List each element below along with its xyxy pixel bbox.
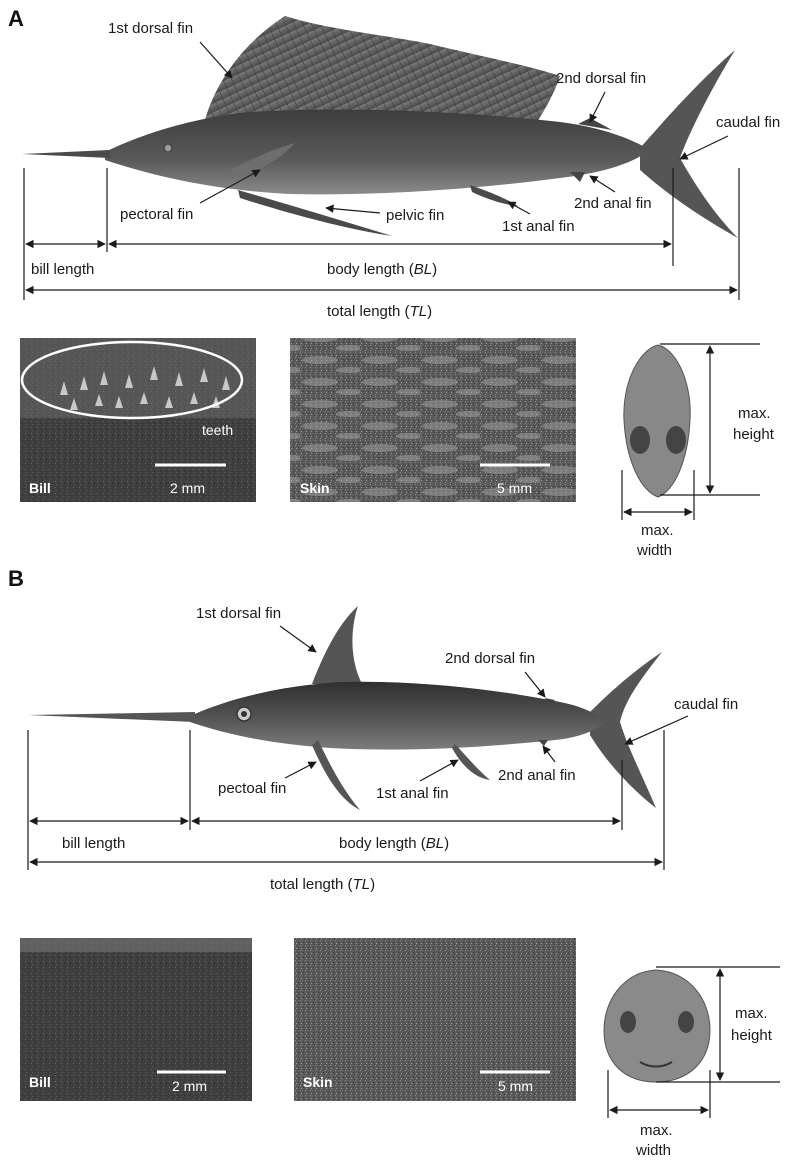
a-label-pelvic: pelvic fin — [386, 207, 444, 224]
a-measurements — [23, 168, 740, 300]
b-bill-length-label: bill length — [62, 835, 125, 852]
swordfish-dorsal-fin-2 — [545, 698, 555, 706]
b-cross-section — [603, 966, 780, 1118]
sailfish-body — [105, 109, 650, 195]
b-max-height-label-2: height — [731, 1027, 773, 1044]
b-arrow-dorsal1 — [279, 625, 317, 653]
sailfish-dorsal-fin-2 — [578, 118, 612, 130]
a-max-width-label-1: max. — [641, 522, 674, 539]
sailfish-illustration — [22, 16, 738, 238]
b-arrow-dorsal2 — [524, 671, 546, 698]
b-max-width-label-1: max. — [640, 1122, 673, 1139]
a-teeth-dots — [60, 366, 230, 410]
swordfish-pectoral-fin — [312, 740, 360, 810]
a-bill-photo-label: Bill — [29, 480, 51, 496]
b-label-dorsal2: 2nd dorsal fin — [445, 650, 535, 667]
sailfish-eye — [163, 143, 173, 153]
a-label-dorsal1: 1st dorsal fin — [108, 20, 193, 37]
a-arrow-caudal — [679, 135, 729, 160]
a-label-anal2: 2nd anal fin — [574, 195, 652, 212]
b-arrow-anal2 — [542, 745, 556, 763]
a-arrow-anal1 — [507, 201, 531, 215]
a-arrow-pectoral — [199, 169, 261, 204]
sailfish-dorsal-sail — [205, 16, 560, 125]
sailfish-pectoral-fin — [230, 143, 295, 178]
a-cross-section — [621, 343, 760, 520]
a-bill-photo: teeth 2 mm Bill — [20, 338, 256, 502]
a-max-height-label-2: height — [733, 426, 775, 443]
a-arrow-pelvic — [325, 204, 381, 214]
a-skin-photo: 5 mm Skin — [290, 338, 576, 502]
swordfish-anal-fin-2 — [538, 740, 548, 746]
b-total-length-label: total length (TL) — [270, 876, 375, 893]
b-arrow-pectoral — [284, 761, 317, 779]
swordfish-dorsal-fin-1 — [312, 606, 362, 684]
b-skin-scale-label: 5 mm — [498, 1078, 533, 1094]
a-total-length-label: total length (TL) — [327, 303, 432, 320]
sailfish-anal-fin-2 — [570, 172, 585, 182]
a-body-length-label: body length (BL) — [327, 261, 437, 278]
a-max-height-label-1: max. — [738, 405, 771, 422]
sailfish-pelvic-fin — [238, 190, 392, 236]
b-label-dorsal1: 1st dorsal fin — [196, 605, 281, 622]
swordfish-body — [190, 681, 605, 750]
swordfish-bill — [28, 712, 195, 722]
b-skin-photo-label: Skin — [303, 1074, 333, 1090]
b-bill-photo-label: Bill — [29, 1074, 51, 1090]
a-max-width-label-2: width — [636, 542, 672, 559]
b-label-pectoral: pectoal fin — [218, 780, 286, 797]
b-bill-scale-label: 2 mm — [172, 1078, 207, 1094]
a-skin-photo-label: Skin — [300, 480, 330, 496]
a-arrow-dorsal2 — [589, 91, 606, 123]
swordfish-illustration — [28, 606, 662, 810]
a-label-dorsal2: 2nd dorsal fin — [556, 70, 646, 87]
b-max-width-label-2: width — [635, 1142, 671, 1159]
a-bill-scale-label: 2 mm — [170, 480, 205, 496]
a-teeth-label: teeth — [202, 422, 233, 438]
swordfish-caudal-fin — [590, 652, 662, 808]
panel-b-letter: B — [8, 566, 24, 591]
b-measurements — [27, 730, 665, 870]
panel-a-letter: A — [8, 6, 24, 31]
b-skin-photo: 5 mm Skin — [294, 938, 576, 1101]
b-bill-photo: 2 mm Bill — [20, 938, 252, 1101]
a-teeth-ellipse — [20, 340, 244, 420]
a-arrow-dorsal1 — [199, 41, 233, 79]
a-arrow-anal2 — [589, 175, 616, 193]
b-body-length-label: body length (BL) — [339, 835, 449, 852]
a-skin-scale-label: 5 mm — [497, 480, 532, 496]
sailfish-anal-fin-1 — [470, 185, 518, 206]
b-arrow-anal1 — [419, 759, 459, 782]
b-label-anal1: 1st anal fin — [376, 785, 449, 802]
a-bill-length-label: bill length — [31, 261, 94, 278]
b-label-caudal: caudal fin — [674, 696, 738, 713]
swordfish-anal-fin-1 — [452, 744, 490, 780]
sailfish-caudal-fin — [640, 50, 738, 238]
b-max-height-label-1: max. — [735, 1005, 768, 1022]
a-label-pectoral: pectoral fin — [120, 206, 193, 223]
sailfish-bill — [22, 150, 110, 158]
b-arrow-caudal — [624, 715, 689, 745]
a-label-anal1: 1st anal fin — [502, 218, 575, 235]
b-label-anal2: 2nd anal fin — [498, 767, 576, 784]
a-label-caudal: caudal fin — [716, 114, 780, 131]
